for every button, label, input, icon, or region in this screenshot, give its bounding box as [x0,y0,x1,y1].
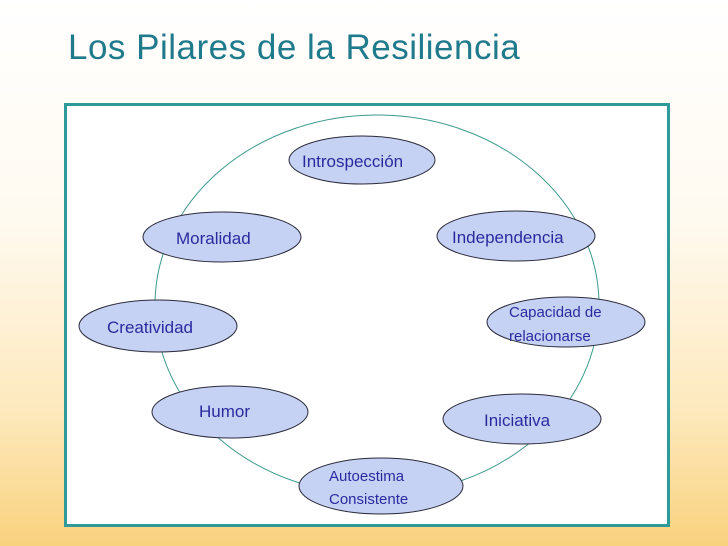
pillar-ellipse [288,135,436,185]
pillar-ellipse [436,210,596,262]
pillar-node-moralidad: Moralidad [142,211,302,263]
pillar-label: Autoestima [329,468,405,485]
pillar-node-iniciativa: Iniciativa [442,393,602,445]
pillar-node-introspeccion: Introspección [288,135,436,185]
pillar-label: Iniciativa [484,411,551,430]
pillar-ellipse [442,393,602,445]
pillar-ellipse [78,299,238,353]
pillar-ellipse [142,211,302,263]
pillar-label: Humor [199,402,250,421]
pillar-ellipse [486,296,646,348]
pillar-ellipse [298,457,464,515]
pillar-label: Introspección [302,152,403,171]
pillar-node-capacidad: Capacidad de relacionarse [486,296,646,348]
page-title: Los Pilares de la Resiliencia [68,28,521,67]
pillar-label: relacionarse [509,328,591,345]
pillar-node-independencia: Independencia [436,210,596,262]
pillar-label: Independencia [452,228,564,247]
pillar-label: Creatividad [107,318,193,337]
pillar-ellipse [151,385,309,439]
pillar-label: Consistente [329,491,408,508]
pillar-node-humor: Humor [151,385,309,439]
pillar-label: Moralidad [176,229,251,248]
pillar-node-creatividad: Creatividad [78,299,238,353]
pillar-label: Capacidad de [509,304,602,321]
